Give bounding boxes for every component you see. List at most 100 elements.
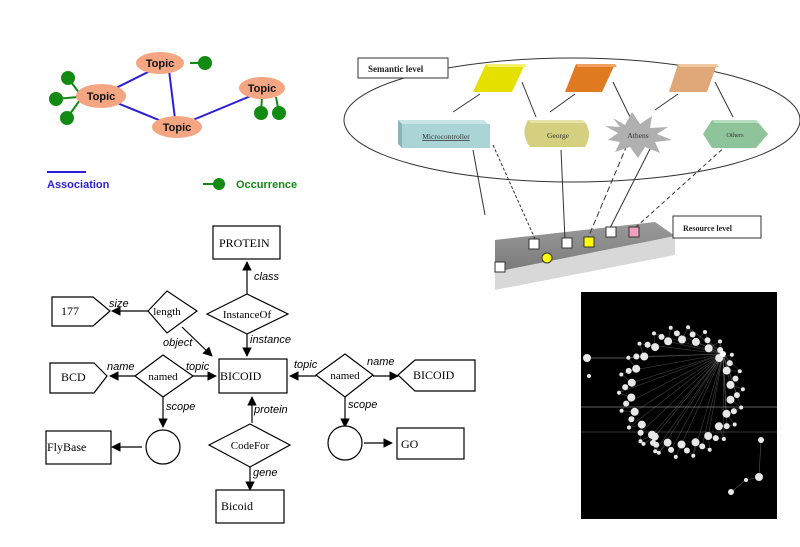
svg-text:Others: Others xyxy=(726,132,744,139)
concept-others[interactable]: Others xyxy=(703,120,768,148)
node-codefor[interactable]: CodeFor xyxy=(207,423,292,468)
scope-node-left[interactable] xyxy=(145,429,181,465)
network-node xyxy=(668,446,675,453)
resource-level-label-box: Resource level xyxy=(672,215,762,239)
node-bicoid-gene[interactable]: Bicoid xyxy=(215,489,285,524)
svg-text:length: length xyxy=(153,306,181,318)
network-node xyxy=(637,429,644,436)
semantic-resource-diagram: Semantic level Microcontroller G xyxy=(343,57,800,290)
svg-text:BICOID: BICOID xyxy=(220,369,262,383)
class-shape[interactable] xyxy=(669,64,719,92)
network-node xyxy=(628,416,635,423)
svg-text:Athens: Athens xyxy=(627,131,648,140)
network-node xyxy=(658,333,665,340)
resource-level-platform xyxy=(495,222,675,290)
scope-node-right[interactable] xyxy=(327,425,363,461)
resource-item[interactable] xyxy=(605,226,617,238)
node-length[interactable]: length xyxy=(147,290,199,334)
occurrence-dot xyxy=(60,111,74,125)
edge-label-scope-left: scope xyxy=(166,401,195,413)
topic-node[interactable]: Topic xyxy=(152,116,202,138)
network-node xyxy=(718,339,722,344)
network-node xyxy=(758,437,764,443)
edge-label-name-left: name xyxy=(107,361,135,373)
topic-node[interactable]: Topic xyxy=(239,77,285,99)
network-node xyxy=(587,374,591,378)
network-node xyxy=(673,454,678,459)
node-instanceof[interactable]: InstanceOf xyxy=(205,293,290,335)
svg-text:George: George xyxy=(547,131,570,140)
node-flybase[interactable]: FlyBase xyxy=(45,430,112,465)
network-node xyxy=(630,407,639,416)
svg-text:CodeFor: CodeFor xyxy=(231,440,270,452)
network-node xyxy=(714,422,723,431)
network-node xyxy=(623,400,630,407)
occurrence-dot xyxy=(198,56,212,70)
network-node xyxy=(640,352,649,361)
resource-item[interactable] xyxy=(528,238,540,250)
resource-item[interactable] xyxy=(541,252,553,264)
node-bcd[interactable]: BCD xyxy=(49,362,108,394)
edge-label-topic-left: topic xyxy=(186,361,210,373)
network-node xyxy=(678,335,686,344)
network-node xyxy=(632,364,641,373)
network-node xyxy=(651,343,660,352)
topic-map-diagram: Topic Topic Topic Topic Association Occu… xyxy=(47,52,297,191)
network-node xyxy=(627,378,636,387)
network-node xyxy=(652,331,656,336)
network-node xyxy=(740,387,745,392)
network-node xyxy=(637,420,646,429)
node-177[interactable]: 177 xyxy=(51,296,111,327)
network-node xyxy=(722,366,731,375)
network-node xyxy=(677,440,686,449)
concept-george[interactable]: George xyxy=(524,120,590,147)
network-node xyxy=(644,341,651,348)
concept-microcontroller[interactable]: Microcontroller xyxy=(398,120,490,148)
network-node xyxy=(664,337,673,346)
topic-node[interactable]: Topic xyxy=(76,84,126,108)
network-node xyxy=(712,435,719,442)
concept-athens[interactable]: Athens xyxy=(605,112,672,158)
svg-text:GO: GO xyxy=(401,437,419,451)
svg-text:named: named xyxy=(148,371,178,383)
network-node xyxy=(689,331,696,338)
semantic-level-label-box: Semantic level xyxy=(357,57,449,79)
topic-node[interactable]: Topic xyxy=(136,52,184,74)
occurrence-dot xyxy=(49,92,63,106)
svg-text:177: 177 xyxy=(61,304,79,318)
network-node xyxy=(619,372,624,377)
edge-label-class: class xyxy=(254,271,280,283)
svg-text:Topic: Topic xyxy=(146,58,175,70)
network-node xyxy=(744,478,748,482)
edge-label-object: object xyxy=(163,337,193,349)
node-named-right[interactable]: named xyxy=(314,353,374,398)
svg-text:Semantic level: Semantic level xyxy=(368,64,424,74)
topic-nodes: Topic Topic Topic Topic xyxy=(76,52,285,138)
edge-label-gene: gene xyxy=(253,467,277,479)
network-node xyxy=(583,354,591,362)
network-node xyxy=(739,405,744,410)
node-bicoid-name[interactable]: BICOID xyxy=(397,359,476,392)
network-node xyxy=(617,390,621,395)
network-node xyxy=(730,408,737,415)
edge-labels: class instance size object name topic sc… xyxy=(107,271,395,479)
node-protein[interactable]: PROTEIN xyxy=(212,225,281,260)
svg-text:Topic: Topic xyxy=(87,91,116,103)
network-node xyxy=(627,393,636,402)
network-node xyxy=(691,438,700,447)
resource-item[interactable] xyxy=(494,261,506,273)
node-named-left[interactable]: named xyxy=(134,354,195,398)
resource-item[interactable] xyxy=(583,236,595,248)
node-bicoid-center[interactable]: BICOID xyxy=(218,358,288,394)
network-node xyxy=(726,380,735,389)
class-shape[interactable] xyxy=(565,64,617,92)
network-node xyxy=(686,325,691,330)
resource-item[interactable] xyxy=(628,226,640,238)
node-go[interactable]: GO xyxy=(396,427,465,460)
resource-item[interactable] xyxy=(561,237,573,249)
occurrence-dot xyxy=(254,106,268,120)
svg-text:Microcontroller: Microcontroller xyxy=(422,132,470,141)
class-shape[interactable] xyxy=(473,64,527,92)
network-node xyxy=(673,330,680,337)
network-node xyxy=(619,408,624,413)
